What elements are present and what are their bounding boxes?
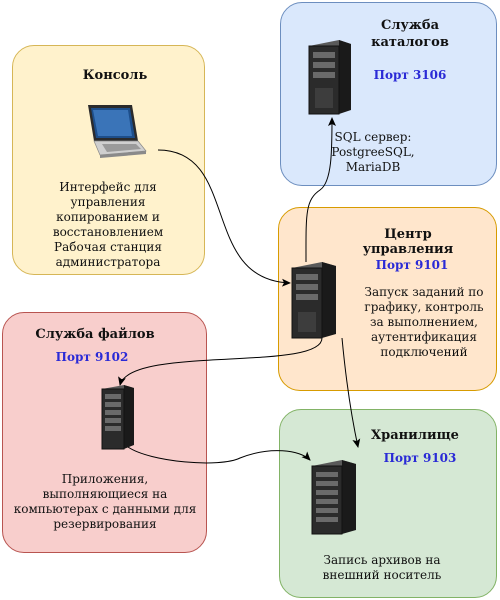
files-server-icon (101, 385, 134, 450)
console-to-control-arrow (157, 149, 291, 287)
catalog-description-line1: SQL сервер: (334, 130, 412, 144)
files-description: Приложения, выполняющиеся на компьютерах… (13, 472, 197, 531)
storage-description: Запись архивов на внешний носитель (322, 553, 442, 582)
files-to-storage-arrow (127, 446, 311, 464)
catalog-title-line1: Служба (380, 18, 440, 33)
storage-title: Хранилище (371, 428, 459, 443)
control-description: Запуск заданий по графику, контроль за в… (364, 285, 484, 359)
console-box (12, 45, 205, 275)
control-to-files-arrow (118, 337, 323, 386)
catalog-port: Порт 3106 (373, 68, 447, 82)
control-to-storage-arrow (341, 337, 361, 448)
storage-port: Порт 9103 (383, 451, 457, 465)
control-to-catalog-arrow (305, 117, 336, 263)
control-port: Порт 9101 (375, 258, 449, 272)
console-description: Интерфейс для управления копированием и … (52, 180, 164, 269)
files-title: Служба файлов (35, 327, 155, 342)
control-title: Центр управления (362, 227, 454, 257)
catalog-description-line3: MariaDB (345, 160, 401, 174)
files-port: Порт 9102 (55, 350, 129, 364)
catalog-description-line2: PostgreeSQL, (331, 145, 415, 159)
console-title: Консоль (82, 68, 148, 83)
control-server-icon (291, 262, 336, 339)
catalog-server-icon (308, 40, 351, 115)
laptop-icon (88, 105, 147, 158)
catalog-title-line2: каталогов (371, 35, 449, 50)
storage-server-icon (311, 460, 356, 535)
